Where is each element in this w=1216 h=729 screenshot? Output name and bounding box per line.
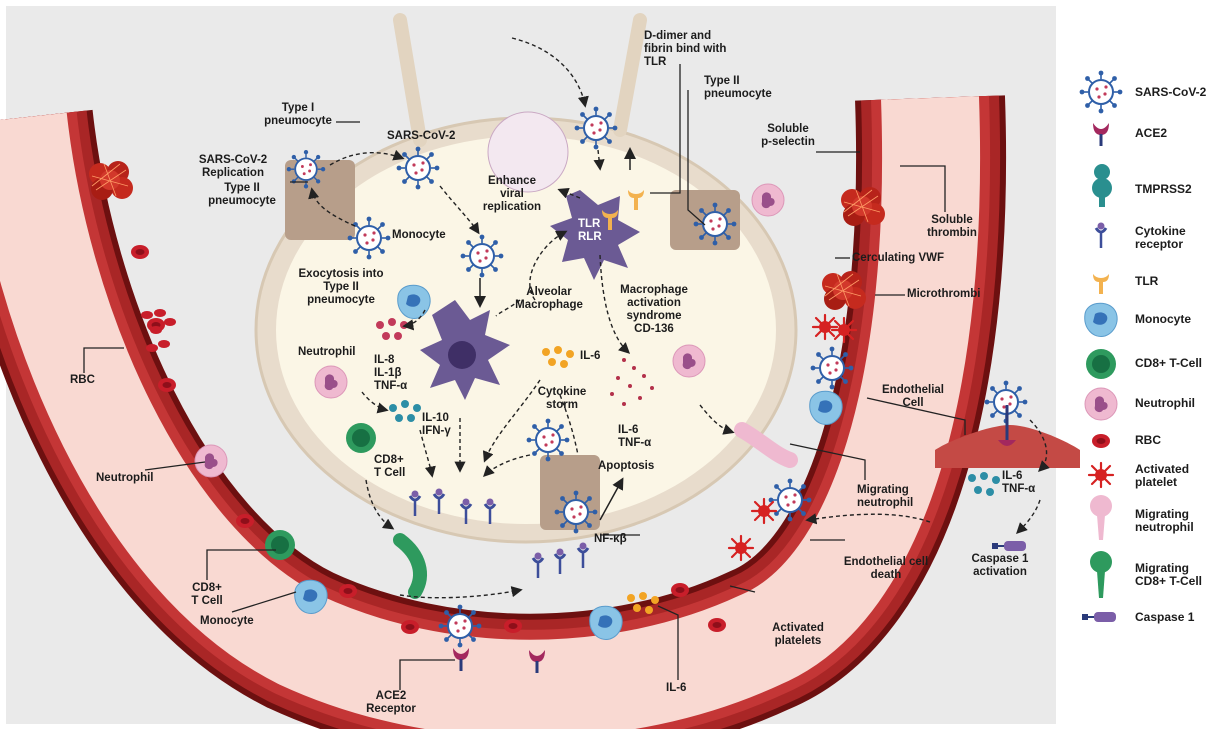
virus-icon-10 <box>811 347 854 390</box>
virus-icon-12 <box>439 605 482 648</box>
legend-cd8-tcell-icon <box>1086 349 1116 379</box>
label-monocyte-in: Monocyte <box>392 229 446 242</box>
rbc-3 <box>158 378 176 392</box>
legend-label-rbc: RBC <box>1135 434 1161 447</box>
label-il6-a: IL-6 <box>580 350 600 363</box>
label-type2-left: Type II pneumocyte <box>196 182 288 208</box>
virus-icon-5 <box>348 217 391 260</box>
label-soluble-p: Soluble p-selectin <box>752 123 824 149</box>
label-mas: Macrophage activation syndrome CD-136 <box>608 284 700 336</box>
legend-label-migrating-neutrophil: Migrating neutrophil <box>1135 508 1194 534</box>
legend-virus-icon <box>1080 71 1123 114</box>
label-neutrophil-out: Neutrophil <box>96 472 154 485</box>
virus-icon-6 <box>694 203 737 246</box>
platelet-3 <box>752 499 776 523</box>
label-apoptosis: Apoptosis <box>598 460 654 473</box>
legend-activated-platelet-icon <box>1089 463 1113 487</box>
rbc-7 <box>504 619 522 633</box>
neutrophil-wall <box>752 184 784 216</box>
label-dimer: D-dimer and fibrin bind with TLR <box>644 30 726 69</box>
virus-icon-8 <box>555 491 598 534</box>
label-type1: Type I pneumocyte <box>262 102 334 128</box>
label-il6-bottom: IL-6 <box>666 682 686 695</box>
virus-icon-1 <box>287 150 326 189</box>
microthrombus-left <box>89 161 133 200</box>
virus-icon-7 <box>527 419 570 462</box>
label-migrating-neutrophil: Migrating neutrophil <box>857 484 913 510</box>
legend-label-neutrophil: Neutrophil <box>1135 397 1195 410</box>
rbc-4 <box>236 514 254 528</box>
virus-icon-3 <box>461 235 504 278</box>
label-nfkb: NF-κβ <box>594 533 627 546</box>
neutrophil-in-alveolus <box>315 366 347 398</box>
legend-label-cd8: CD8+ T-Cell <box>1135 357 1202 370</box>
label-alveolar: Alveolar Macrophage <box>504 286 594 312</box>
legend-label-ace2: ACE2 <box>1135 127 1167 140</box>
rbc-1 <box>131 245 149 259</box>
label-type2-top: Type II pneumocyte <box>704 75 772 101</box>
label-replication: SARS-CoV-2 Replication <box>183 154 283 180</box>
label-cytokine-storm: Cytokine storm <box>532 386 592 412</box>
virus-icon-4 <box>575 107 618 150</box>
label-cd8-out: CD8+ T Cell <box>182 582 232 608</box>
legend-rbc-icon <box>1092 434 1110 448</box>
label-soluble-thrombin: Soluble thrombin <box>916 214 988 240</box>
label-tlr-rlr: TLR RLR <box>578 218 602 244</box>
legend-label-tmprss2: TMPRSS2 <box>1135 183 1192 196</box>
rbc-9 <box>708 618 726 632</box>
label-monocyte-out: Monocyte <box>200 615 254 628</box>
rbc-6 <box>401 620 419 634</box>
label-rbc: RBC <box>70 374 95 387</box>
virus-icon-2 <box>397 147 440 190</box>
label-il6-tnf: IL-6 TNF-α <box>618 424 651 450</box>
legend-monocyte-icon <box>1085 303 1117 336</box>
microthrombus-right-1 <box>841 187 885 226</box>
platelet-4 <box>729 536 753 560</box>
label-cd8-in: CD8+ T Cell <box>374 454 405 480</box>
legend-label-monocyte: Monocyte <box>1135 313 1191 326</box>
monocyte-in-vessel-3 <box>810 391 842 424</box>
rbc-8 <box>671 583 689 597</box>
cd8-tcell-in-vessel <box>265 530 295 560</box>
microthrombus-right-2 <box>822 271 866 310</box>
monocyte-in-vessel-2 <box>590 606 622 639</box>
rbc-5 <box>339 584 357 598</box>
label-vwf: Cerculating VWF <box>852 252 944 265</box>
label-sars-top: SARS-CoV-2 <box>387 130 455 143</box>
label-enhance: Enhance viral replication <box>476 175 548 214</box>
label-il6-tnf-right: IL-6 TNF-α <box>1002 470 1035 496</box>
label-il10: IL-10 IFN-γ <box>422 412 451 438</box>
neutrophil-in-vessel <box>195 445 227 477</box>
label-endo-death: Endothelial cell death <box>836 556 936 582</box>
monocyte-in-alveolus <box>398 285 430 318</box>
label-neutrophil-in: Neutrophil <box>298 346 356 359</box>
label-ace2-receptor: ACE2 Receptor <box>356 690 426 716</box>
platelet-2 <box>832 318 856 342</box>
label-endothelial: Endothelial Cell <box>877 384 949 410</box>
platelet-1 <box>813 315 837 339</box>
label-caspase-activation: Caspase 1 activation <box>960 553 1040 579</box>
legend-label-tlr: TLR <box>1135 275 1158 288</box>
cd8-tcell-in-alveolus <box>346 423 376 453</box>
virus-icon-11 <box>769 479 812 522</box>
legend-label-sars: SARS-CoV-2 <box>1135 86 1206 99</box>
label-activated-platelets: Activated platelets <box>758 622 838 648</box>
label-il8: IL-8 IL-1β TNF-α <box>374 354 407 393</box>
monocyte-in-vessel <box>295 580 327 613</box>
legend-label-cytokine-receptor: Cytokine receptor <box>1135 225 1186 251</box>
legend-label-caspase1: Caspase 1 <box>1135 611 1194 624</box>
label-microthrombi: Microthrombi <box>907 288 980 301</box>
legend-label-migrating-cd8: Migrating CD8+ T-Cell <box>1135 562 1202 588</box>
label-exocytosis: Exocytosis into Type II pneumocyte <box>286 268 396 307</box>
legend-label-activated-platelet: Activated platelet <box>1135 463 1189 489</box>
legend-neutrophil-icon <box>1085 388 1117 420</box>
neutrophil-in-alveolus-2 <box>673 345 705 377</box>
